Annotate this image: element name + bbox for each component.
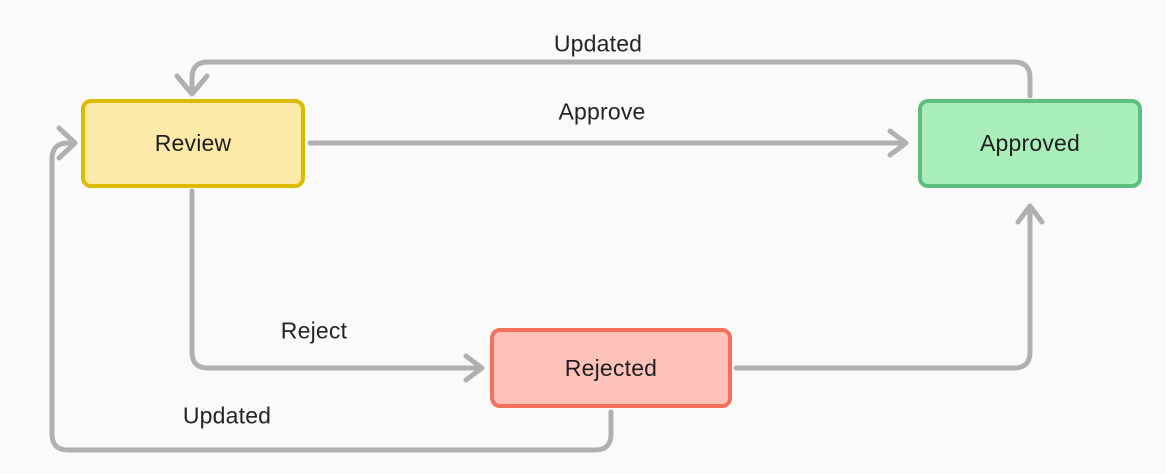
edge-label-updated-top: Updated <box>553 30 643 57</box>
edge-updated-bottom-arrowhead <box>56 125 78 161</box>
edge-updated-bottom[interactable] <box>49 125 614 453</box>
edge-label-approve: Approve <box>558 98 646 125</box>
edge-updated-bottom-line <box>49 140 614 453</box>
node-approved-label: Approved <box>979 130 1081 156</box>
edge-rejected-to-approved[interactable] <box>733 203 1045 371</box>
node-review[interactable]: Review <box>81 99 305 188</box>
edge-approve[interactable] <box>307 128 909 158</box>
edge-reject[interactable] <box>189 188 485 383</box>
node-review-label: Review <box>154 130 232 156</box>
edge-updated-top-line <box>189 59 1033 99</box>
edge-reject-line <box>189 188 483 371</box>
edge-rejected-to-approved-arrowhead <box>1015 203 1045 225</box>
edge-rejected-to-approved-line <box>733 205 1033 371</box>
edge-reject-arrowhead <box>463 353 485 383</box>
edge-label-reject: Reject <box>280 317 348 344</box>
node-approved[interactable]: Approved <box>918 99 1142 188</box>
node-rejected[interactable]: Rejected <box>490 328 732 408</box>
edge-approve-arrowhead <box>887 128 909 158</box>
edge-updated-top-arrowhead <box>174 73 210 97</box>
edge-label-updated-bottom: Updated <box>182 402 272 429</box>
node-rejected-label: Rejected <box>564 354 658 381</box>
edge-updated-top[interactable] <box>174 59 1033 99</box>
